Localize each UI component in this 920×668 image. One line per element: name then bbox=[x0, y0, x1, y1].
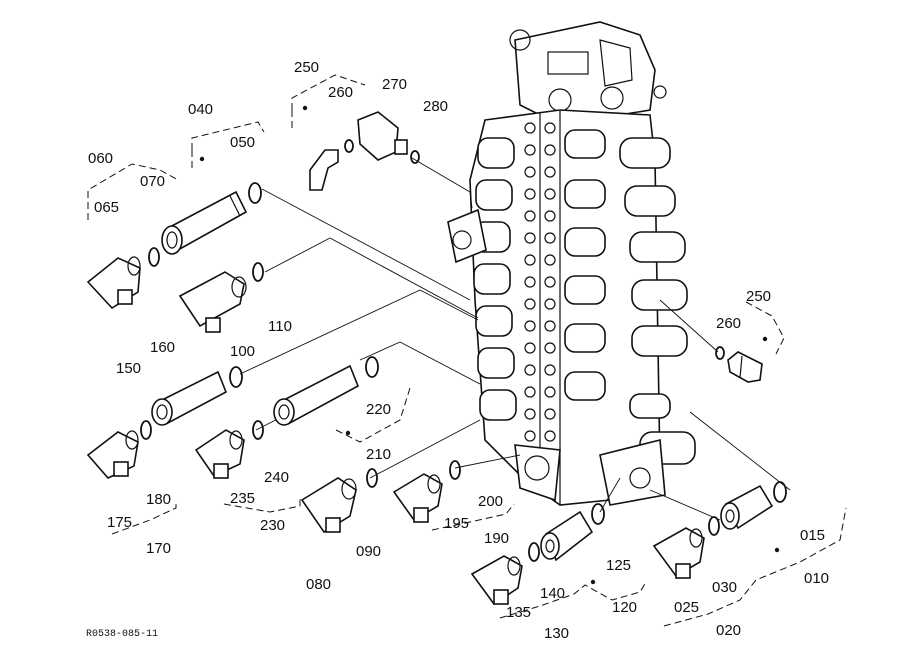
oring-200 bbox=[449, 460, 461, 480]
label-240: 240 bbox=[264, 469, 289, 486]
oring-260-right bbox=[715, 346, 725, 360]
oring-180 bbox=[140, 420, 152, 440]
label-130: 130 bbox=[544, 625, 569, 642]
sleeve-210 bbox=[273, 364, 360, 426]
part-labels: 250 260 270 280 040 050 060 070 065 110 … bbox=[88, 59, 829, 642]
sleeve-120 bbox=[540, 510, 594, 562]
label-280: 280 bbox=[423, 98, 448, 115]
label-210: 210 bbox=[366, 446, 391, 463]
label-160: 160 bbox=[150, 339, 175, 356]
elbow-100 bbox=[178, 271, 247, 333]
label-090: 090 bbox=[356, 543, 381, 560]
label-135: 135 bbox=[506, 604, 531, 621]
label-140: 140 bbox=[540, 585, 565, 602]
label-250-top: 250 bbox=[294, 59, 319, 76]
label-110: 110 bbox=[268, 318, 292, 335]
label-150: 150 bbox=[116, 360, 141, 377]
label-220: 220 bbox=[366, 401, 391, 418]
label-180: 180 bbox=[146, 491, 171, 508]
label-175: 175 bbox=[107, 514, 132, 531]
oring-050 bbox=[248, 182, 262, 204]
oring-070 bbox=[148, 247, 160, 267]
oring-030 bbox=[708, 516, 720, 536]
oring-125 bbox=[591, 503, 605, 525]
oring-160 bbox=[229, 366, 243, 388]
oring-240 bbox=[252, 420, 264, 440]
label-230: 230 bbox=[260, 517, 285, 534]
control-valve-block bbox=[447, 21, 696, 506]
label-070: 070 bbox=[140, 173, 165, 190]
label-020: 020 bbox=[716, 622, 741, 639]
label-190: 190 bbox=[484, 530, 509, 547]
oring-220 bbox=[365, 356, 379, 378]
elbow-065 bbox=[86, 256, 141, 310]
fitting-040-sleeve bbox=[161, 190, 248, 255]
label-080: 080 bbox=[306, 576, 331, 593]
oring-140 bbox=[528, 542, 540, 562]
oring-015 bbox=[773, 481, 787, 503]
label-260-top: 260 bbox=[328, 84, 353, 101]
label-235: 235 bbox=[230, 490, 255, 507]
elbow-080 bbox=[300, 477, 357, 534]
oring-280 bbox=[410, 150, 420, 164]
oring-260-top bbox=[344, 139, 354, 153]
label-060: 060 bbox=[88, 150, 113, 167]
label-270: 270 bbox=[382, 76, 407, 93]
fitting-250-top bbox=[309, 149, 339, 191]
label-195: 195 bbox=[444, 515, 469, 532]
left-port-column bbox=[473, 137, 517, 421]
oring-110 bbox=[252, 262, 264, 282]
label-170: 170 bbox=[146, 540, 171, 557]
label-250-right: 250 bbox=[746, 288, 771, 305]
elbow-235 bbox=[194, 429, 245, 479]
label-120: 120 bbox=[612, 599, 637, 616]
elbow-135 bbox=[470, 555, 523, 606]
fitting-270 bbox=[357, 111, 408, 161]
label-065: 065 bbox=[94, 199, 119, 216]
label-100: 100 bbox=[230, 343, 255, 360]
label-040: 040 bbox=[188, 101, 213, 118]
group-brackets bbox=[87, 74, 847, 627]
drawing-code: R0538-085-11 bbox=[86, 629, 158, 640]
elbow-175 bbox=[86, 430, 139, 479]
label-010: 010 bbox=[804, 570, 829, 587]
plug-250-right bbox=[727, 351, 763, 383]
bolt-column bbox=[524, 122, 556, 442]
label-050: 050 bbox=[230, 134, 255, 151]
sleeve-150 bbox=[151, 370, 228, 426]
label-125: 125 bbox=[606, 557, 631, 574]
elbow-025 bbox=[652, 527, 705, 579]
group-dots bbox=[199, 105, 780, 585]
label-260-right: 260 bbox=[716, 315, 741, 332]
elbow-195 bbox=[392, 473, 443, 523]
sleeve-010 bbox=[720, 484, 774, 530]
label-200: 200 bbox=[478, 493, 503, 510]
oring-090 bbox=[366, 468, 378, 488]
label-030: 030 bbox=[712, 579, 737, 596]
label-015: 015 bbox=[800, 527, 825, 544]
right-port-column bbox=[564, 129, 696, 465]
label-025: 025 bbox=[674, 599, 699, 616]
